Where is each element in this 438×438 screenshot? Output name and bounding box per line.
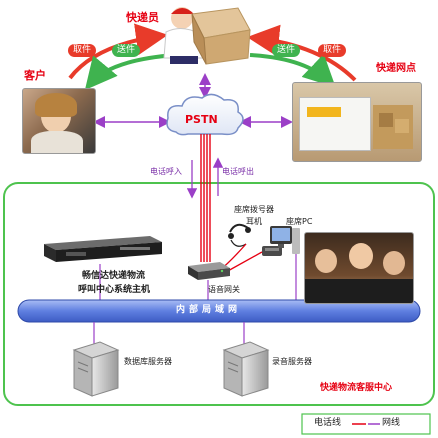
seat-pc-label: 座席PC	[286, 217, 313, 226]
pickup-pill-left: 取件	[68, 44, 96, 57]
rec-server-label: 录音服务器	[272, 357, 312, 366]
courier-icon	[163, 7, 205, 64]
call-center-frame	[3, 182, 435, 406]
gateway-label: 语音网关	[208, 285, 240, 294]
host-label-2: 呼叫中心系统主机	[78, 285, 151, 295]
lan-label: 内部局域网	[176, 305, 242, 315]
outlet-label: 快递网点	[376, 63, 416, 74]
legend-network-line: 网线	[382, 418, 401, 428]
legend	[301, 413, 431, 435]
parcel-icon	[191, 7, 251, 65]
phone-line-dialer	[225, 251, 263, 273]
deliver-arrow-right	[249, 53, 336, 88]
headset-label: 耳机	[246, 217, 262, 226]
headset-icon	[228, 223, 251, 247]
customer-photo	[22, 88, 96, 154]
database-server-icon	[72, 341, 120, 397]
pickup-pill-right: 取件	[318, 44, 346, 57]
cloud-icon	[166, 93, 244, 136]
seat-dialer-label: 座席拨号器	[234, 205, 274, 214]
lan-bus	[17, 299, 421, 323]
recording-server-icon	[222, 341, 270, 397]
deliver-pill-right: 送件	[272, 44, 300, 57]
agents-photo	[304, 232, 414, 304]
deliver-pill-left: 送件	[112, 44, 140, 57]
call-in-label: 电话呼入	[150, 167, 182, 176]
pickup-arrow-right	[247, 24, 357, 82]
db-server-label: 数据库服务器	[124, 357, 172, 366]
customer-label: 客户	[24, 69, 46, 82]
host-label: 畅信达快递物流	[82, 271, 146, 281]
center-label: 快递物流客服中心	[320, 383, 393, 393]
pstn-label: PSTN	[185, 113, 218, 126]
pickup-arrow-left	[68, 23, 168, 80]
courier-label: 快递员	[126, 11, 159, 24]
deliver-arrow-left	[84, 53, 176, 91]
phone-lines-pstn-gateway	[200, 134, 211, 262]
gateway-icon	[188, 262, 230, 280]
outlet-truck-photo	[292, 82, 422, 162]
server-host-icon	[44, 236, 162, 262]
dialer-icon	[262, 246, 282, 256]
pc-icon	[270, 226, 300, 254]
call-out-label: 电话呼出	[222, 167, 254, 176]
legend-phone-line: 电话线	[314, 418, 342, 428]
